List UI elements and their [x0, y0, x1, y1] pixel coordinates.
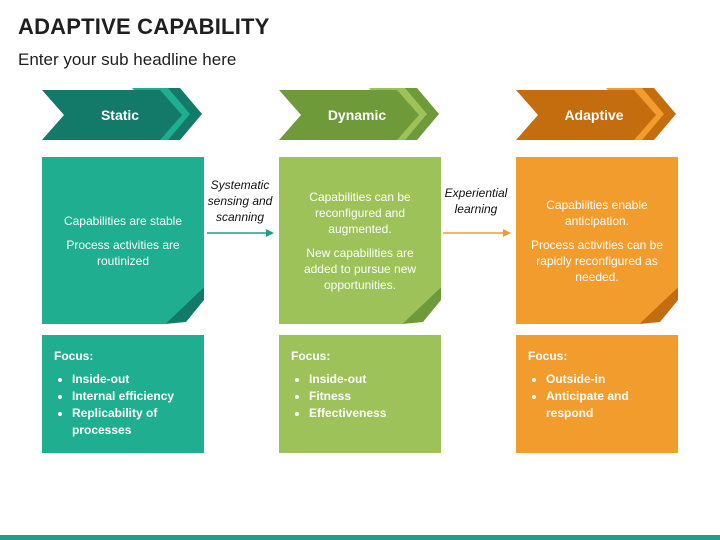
chevron-dynamic-main [279, 90, 419, 140]
card-static-line-2: Process activities are routinized [66, 237, 180, 268]
card-dynamic-line-1: Capabilities can be reconfigured and aug… [309, 189, 411, 236]
focus-title: Focus: [291, 349, 331, 363]
chevron-label-static: Static [100, 107, 140, 123]
focus-item: Outside-in [546, 371, 666, 388]
connector-label-1: Systematic sensing and scanning [207, 178, 273, 224]
chevron-dynamic [279, 88, 439, 140]
focus-item: Internal efficiency [72, 388, 192, 405]
focus-item: Replicability of processes [72, 405, 192, 439]
connector-arrow-2 [443, 229, 511, 237]
chevron-static [42, 88, 202, 140]
connector-label-2: Experiential learning [444, 186, 508, 216]
page-subtitle: Enter your sub headline here [18, 50, 237, 69]
focus-box-static: Focus: Inside-out Internal efficiency Re… [42, 335, 204, 453]
chevron-static-main [42, 90, 182, 140]
card-adaptive-line-2: Process activities can be rapidly reconf… [530, 237, 664, 284]
page-title: ADAPTIVE CAPABILITY [18, 14, 270, 39]
focus-item: Inside-out [309, 371, 429, 388]
focus-box-adaptive: Focus: Outside-in Anticipate and respond [516, 335, 678, 453]
bottom-accent-bar [0, 535, 720, 540]
card-dynamic-line-2: New capabilities are added to pursue new… [303, 245, 417, 292]
focus-list: Outside-in Anticipate and respond [528, 371, 666, 422]
card-static-line-1: Capabilities are stable [63, 213, 183, 228]
focus-item: Fitness [309, 388, 429, 405]
chevron-adaptive-main [516, 90, 656, 140]
focus-title: Focus: [528, 349, 568, 363]
focus-list: Inside-out Fitness Effectiveness [291, 371, 429, 422]
chevron-label-dynamic: Dynamic [327, 107, 387, 123]
chevron-adaptive [516, 88, 676, 140]
focus-box-dynamic: Focus: Inside-out Fitness Effectiveness [279, 335, 441, 453]
card-static: Capabilities are stable Process activiti… [42, 157, 204, 324]
card-dynamic: Capabilities can be reconfigured and aug… [279, 157, 441, 324]
card-adaptive-line-1: Capabilities enable anticipation. [546, 197, 648, 228]
focus-list: Inside-out Internal efficiency Replicabi… [54, 371, 192, 439]
focus-item: Inside-out [72, 371, 192, 388]
focus-item: Anticipate and respond [546, 388, 666, 422]
card-adaptive: Capabilities enable anticipation. Proces… [516, 157, 678, 324]
connector-arrow-1 [207, 229, 274, 237]
chevron-label-adaptive: Adaptive [564, 107, 624, 123]
focus-title: Focus: [54, 349, 94, 363]
focus-item: Effectiveness [309, 405, 429, 422]
